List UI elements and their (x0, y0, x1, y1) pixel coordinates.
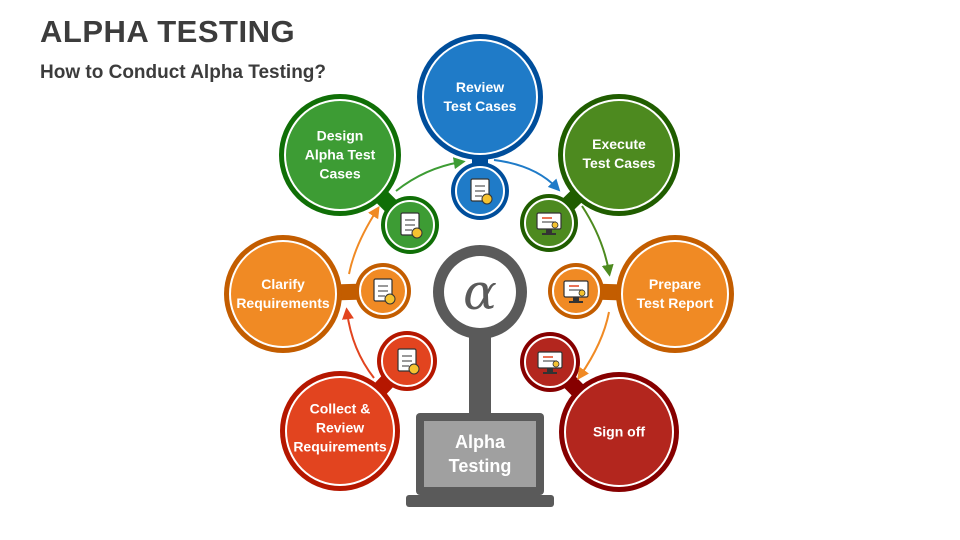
requirements-document-icon (397, 348, 420, 375)
step-node (417, 34, 543, 220)
step-node (520, 332, 679, 492)
step-circle (422, 39, 538, 155)
alpha-document-icon (400, 212, 423, 239)
step-node (279, 94, 439, 254)
checkmark-monitor-icon (537, 351, 563, 374)
step-arrow (493, 159, 561, 192)
gears-monitor-icon (536, 212, 562, 235)
step-circle (563, 99, 675, 211)
step-label: Prepare Test Report (636, 276, 714, 311)
step-arrow (581, 205, 614, 277)
page-subtitle: How to Conduct Alpha Testing? (40, 62, 327, 83)
alpha-symbol: α (463, 263, 497, 321)
step-arrow (341, 307, 375, 379)
step-arrows (341, 157, 614, 380)
step-nodes (224, 34, 734, 492)
report-monitor-icon (563, 280, 589, 303)
laptop-base (406, 495, 554, 507)
laptop-screen (424, 421, 536, 487)
step-label: Sign off (592, 423, 646, 440)
magnifier-handle (469, 316, 491, 416)
step-label: Design Alpha Test Cases (304, 127, 376, 182)
step-arrow (348, 205, 380, 275)
step-circle (621, 240, 729, 348)
step-node (548, 235, 734, 353)
page-title: ALPHA TESTING (40, 14, 296, 49)
step-arrow (577, 311, 610, 380)
step-label: Collect & Review Requirements (293, 400, 387, 455)
center-label: Alpha Testing (448, 432, 512, 476)
magnifier-lens (444, 256, 516, 328)
step-circle (285, 376, 395, 486)
step-label: Review Test Cases (443, 79, 517, 114)
step-node (280, 331, 437, 491)
clipboard-check-icon (373, 278, 396, 305)
step-circle (229, 240, 337, 348)
step-node (520, 94, 680, 252)
code-document-icon (470, 178, 493, 205)
step-label: Clarify Requirements (236, 276, 330, 311)
step-node (224, 235, 411, 353)
step-circle (564, 377, 674, 487)
step-circle (284, 99, 396, 211)
step-arrow (395, 157, 466, 192)
step-label: Execute Test Cases (582, 136, 656, 171)
center-magnifier: α (406, 245, 554, 507)
